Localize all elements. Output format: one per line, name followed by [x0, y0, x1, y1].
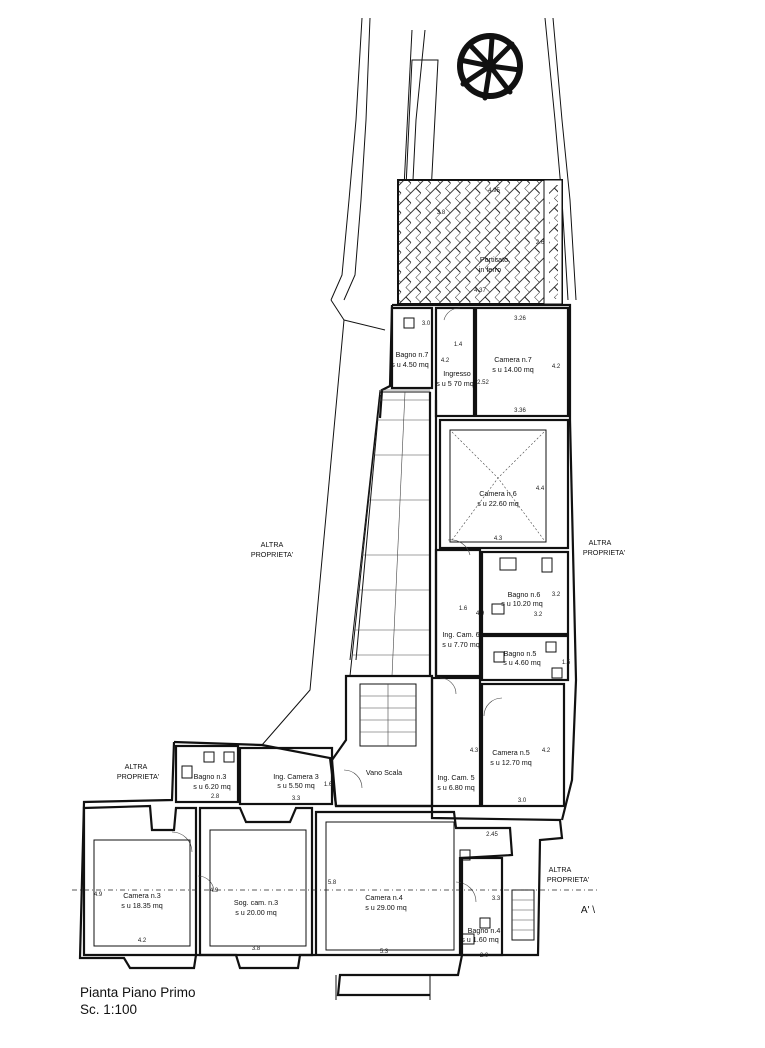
- neighbour-left-middle-1: ALTRA: [261, 540, 284, 549]
- camera3-area: s u 18.35 mq: [121, 901, 163, 910]
- dim-cam6-h: 4.4: [536, 486, 545, 492]
- dim-cam5-h: 4.2: [542, 748, 551, 754]
- dim-ingcam5-h: 4.3: [470, 748, 479, 754]
- camera7-area: s u 14.00 mq: [492, 365, 534, 374]
- camera3-label: Camera n.3: [123, 891, 161, 900]
- dim-sogg-w: 3.8: [252, 946, 261, 952]
- dim-cam6-w: 4.3: [494, 536, 503, 542]
- dim-cam7-bottom: 3.36: [514, 408, 526, 414]
- ingcam5-area: s u 6.80 mq: [437, 783, 475, 792]
- ingcam6-area: s u 7.70 mq: [442, 640, 480, 649]
- small-stair: [511, 889, 535, 941]
- bagno4-label: Bagno n.4: [468, 926, 501, 935]
- neighbour-left-lower-2: PROPRIETA': [117, 772, 160, 781]
- dim-ingcam3-w: 3.3: [292, 796, 301, 802]
- neighbour-right-middle-1: ALTRA: [589, 538, 612, 547]
- plan-title: Pianta Piano Primo: [80, 985, 196, 1000]
- neighbour-left-middle-2: PROPRIETA': [251, 550, 294, 559]
- dim-ingcam6-h: 4.9: [476, 611, 485, 617]
- ingresso-area: s u 5 70 mq: [436, 379, 474, 388]
- dim-ingcam3-h: 1.6: [324, 782, 333, 788]
- camera6-label: Camera n.6: [479, 489, 517, 498]
- bagno5-label: Bagno n.5: [504, 649, 537, 658]
- ingcamera3-label: Ing. Camera 3: [273, 772, 319, 781]
- building-outline: [261, 299, 578, 821]
- camera7-label: Camera n.7: [494, 355, 532, 364]
- dim-bagno7: 3.0: [422, 321, 431, 327]
- bagno7-area: s u 4.50 mq: [391, 360, 429, 369]
- neighbour-labels: ALTRA PROPRIETA' ALTRA PROPRIETA' ALTRA …: [117, 538, 626, 884]
- ingcam5-label: Ing. Cam. 5: [437, 773, 474, 782]
- upper-rooms: Bagno n.7 s u 4.50 mq 3.0 1.4 Ingresso s…: [390, 306, 571, 808]
- neighbour-right-lower-2: PROPRIETA': [547, 875, 590, 884]
- dim-cam7-top: 3.26: [514, 316, 526, 322]
- dim-bagno4-w: 2.0: [480, 953, 489, 959]
- bagno5-area: s u 4.60 mq: [503, 658, 541, 667]
- camera5-area: s u 12.70 mq: [490, 758, 532, 767]
- neighbour-left-lower-1: ALTRA: [125, 762, 148, 771]
- neighbour-right-lower-1: ALTRA: [549, 865, 572, 874]
- porticato: Porticato in ferro 4.95 4.37 3.8 2.6: [397, 179, 563, 305]
- ingcam6-label: Ing. Cam. 6: [442, 630, 479, 639]
- dim-portico-bottom: 4.37: [474, 288, 486, 294]
- camera4-label: Camera n.4: [365, 893, 403, 902]
- dim-cam5-w: 3.0: [518, 798, 527, 804]
- dim-cam3-w: 4.2: [138, 938, 147, 944]
- dim-cam3-h: 4.9: [94, 892, 103, 898]
- dim-bagno6-w: 3.2: [534, 612, 543, 618]
- dim-portico-top: 4.95: [488, 188, 500, 194]
- bagno4-area: s u 1.60 mq: [461, 935, 499, 944]
- section-marker: A' \: [581, 905, 595, 916]
- bagno7-label: Bagno n.7: [396, 350, 429, 359]
- bagno6-label: Bagno n.6: [508, 590, 541, 599]
- dim-sogg-h: 4.9: [210, 888, 219, 894]
- dim-cam4-step: 2.45: [486, 832, 498, 838]
- dim-cam7-side: 4.2: [552, 364, 561, 370]
- bagno6-area: s u 10.20 mq: [501, 599, 543, 608]
- bagno3-label: Bagno n.3: [194, 772, 227, 781]
- dim-portico-side: 3.8: [437, 210, 446, 216]
- stair-flight-long: [349, 391, 431, 677]
- dim-ingresso2: 2.52: [477, 380, 489, 386]
- camera4-area: s u 29.00 mq: [365, 903, 407, 912]
- camera6-area: s u 22.60 mq: [477, 499, 519, 508]
- dim-cam4-h: 5.8: [328, 880, 337, 886]
- dim-portico-side-r: 2.6: [536, 240, 545, 246]
- neighbour-right-middle-2: PROPRIETA': [583, 548, 626, 557]
- soggcam3-area: s u 20.00 mq: [235, 908, 277, 917]
- dim-bagno7-w: 1.4: [454, 342, 463, 348]
- vanoscala-label: Vano Scala: [366, 768, 402, 777]
- dim-bagno5-h: 1.5: [562, 660, 571, 666]
- tree-icon: [457, 33, 523, 101]
- camera5-label: Camera n.5: [492, 748, 530, 757]
- garden-area: [330, 17, 577, 306]
- porticato-sub: in ferro: [479, 265, 501, 274]
- dim-bagno6-h: 3.2: [552, 592, 561, 598]
- plan-title-block: Pianta Piano Primo Sc. 1:100: [80, 984, 196, 1018]
- dim-bagno4-h: 3.3: [492, 896, 501, 902]
- porticato-label: Porticato: [480, 255, 508, 264]
- soggcam3-label: Sog. cam. n.3: [234, 898, 278, 907]
- dim-cam4-w: 5.3: [380, 949, 389, 955]
- ingcamera3-area: s u 5.50 mq: [277, 781, 315, 790]
- bagno3-area: s u 6.20 mq: [193, 782, 231, 791]
- dim-ingcam6-w: 1.6: [459, 606, 468, 612]
- plan-scale: Sc. 1:100: [80, 1002, 138, 1017]
- vano-scala: Vano Scala: [330, 674, 434, 808]
- south-wing: Bagno n.3 s u 6.20 mq 2.8 Ing. Camera 3 …: [78, 740, 564, 1000]
- dim-bagno3-w: 2.8: [211, 794, 220, 800]
- ingresso-label: Ingresso: [443, 369, 471, 378]
- dim-ingresso: 4.2: [441, 358, 450, 364]
